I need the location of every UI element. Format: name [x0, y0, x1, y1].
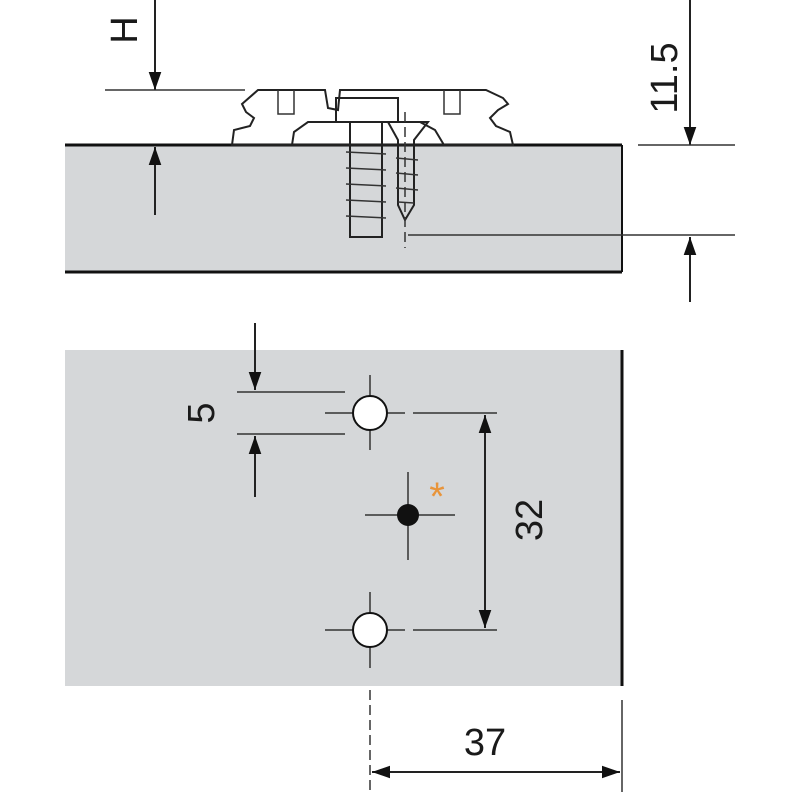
hole-spacing-label: 32 — [509, 499, 551, 541]
screw-hole-top — [352, 395, 388, 431]
height-symbol-label: H — [104, 16, 146, 43]
front-view: * 5 32 37 — [65, 323, 624, 792]
screw-hole-bottom — [352, 612, 388, 648]
mounting-plate — [230, 89, 515, 146]
euro-screw — [345, 121, 387, 238]
side-panel — [65, 145, 622, 272]
edge-distance-label: 37 — [464, 722, 506, 764]
top-offset-label: 11.5 — [644, 42, 686, 113]
asterisk-mark: * — [429, 475, 445, 519]
side-view: H 11.5 — [65, 0, 735, 302]
hole-diameter-label: 5 — [181, 402, 223, 423]
wood-screw — [386, 121, 431, 223]
center-point — [397, 504, 419, 526]
